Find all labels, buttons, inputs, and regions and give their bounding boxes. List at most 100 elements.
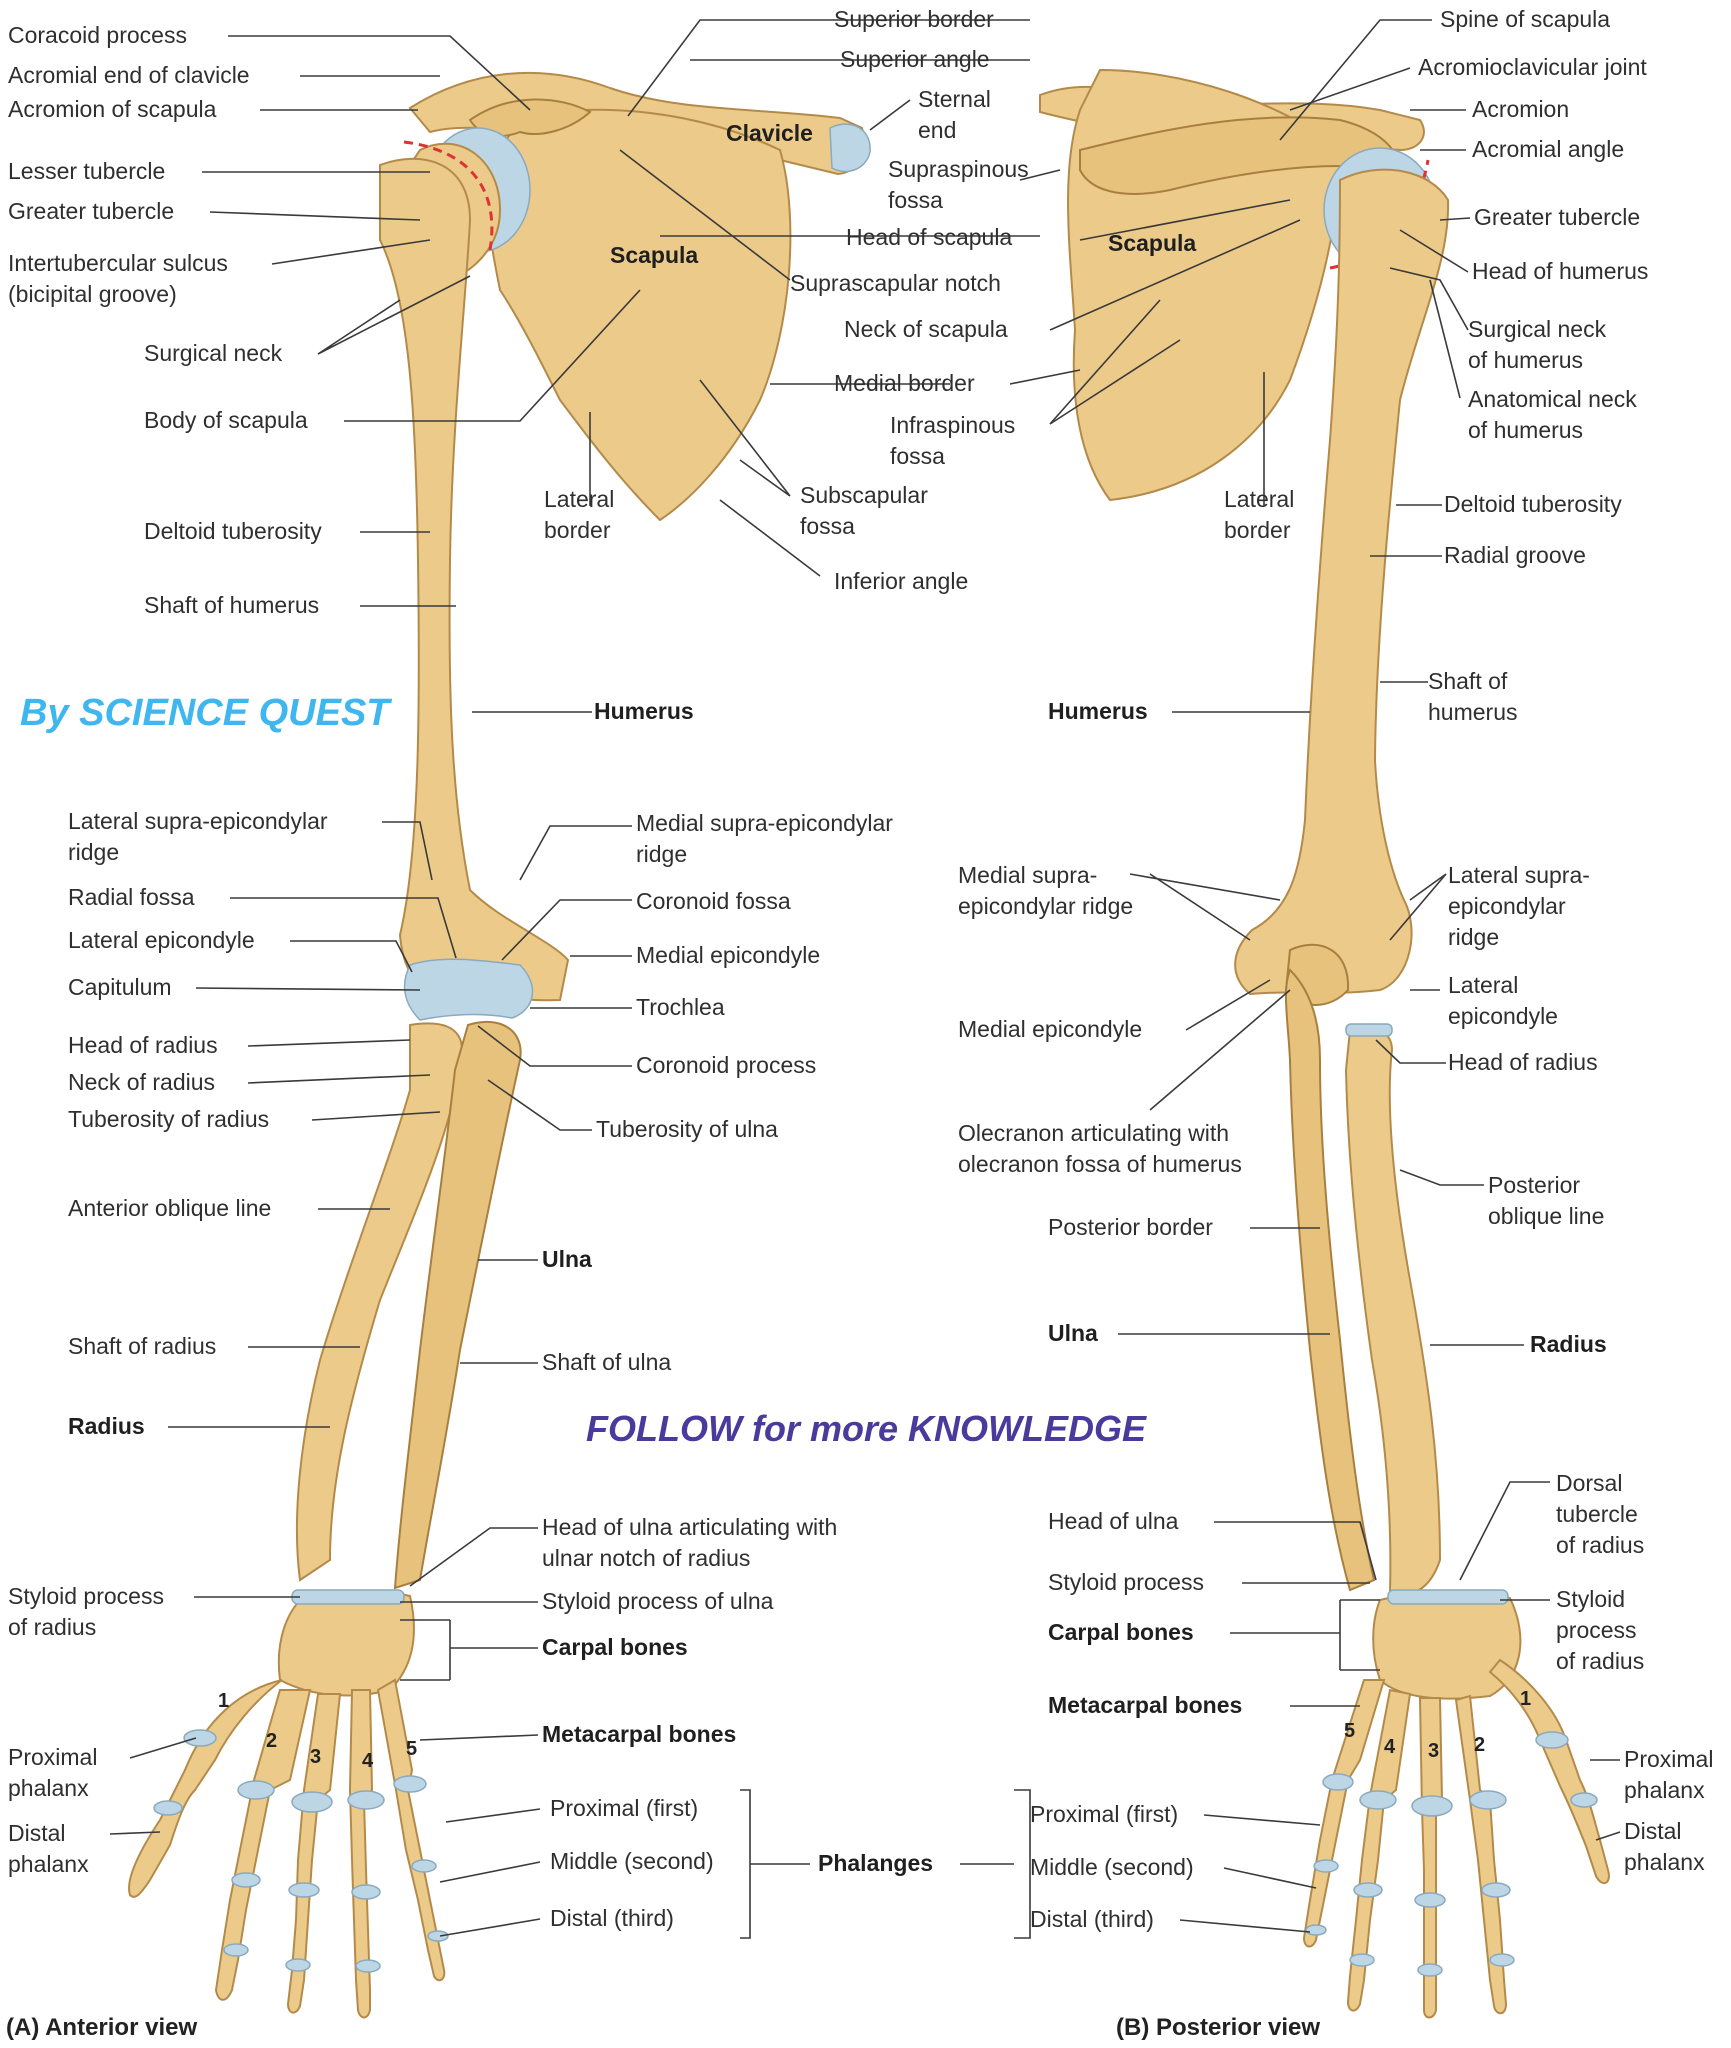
anterior-fingers	[128, 1678, 446, 2019]
digit-number-4-posterior: 4	[1384, 1736, 1396, 1758]
digit-number-5-posterior: 5	[1344, 1720, 1356, 1742]
label-greater-tubercle-posterior: Greater tubercle	[1474, 204, 1641, 230]
anterior-skeleton	[128, 71, 871, 2019]
label-head-of-scapula: Head of scapula	[846, 224, 1013, 250]
label-superior-border: Superior border	[834, 6, 994, 32]
label-posterior-border: Posterior border	[1048, 1214, 1213, 1240]
label-humerus-anterior: Humerus	[594, 698, 694, 724]
anterior-sternal-end	[829, 123, 871, 173]
label-carpal-bones-anterior: Carpal bones	[542, 1634, 688, 1660]
label-supraspinous-fossa: Supraspinous fossa	[888, 156, 1029, 213]
label-styloid-process-of-ulna: Styloid process of ulna	[542, 1588, 774, 1614]
label-anterior-oblique-line: Anterior oblique line	[68, 1195, 272, 1221]
label-tuberosity-of-ulna: Tuberosity of ulna	[596, 1116, 778, 1142]
caption-posterior: (B) Posterior view	[1116, 2014, 1321, 2041]
label-surgical-neck-of-humerus: Surgical neck of humerus	[1468, 316, 1607, 373]
label-metacarpal-bones-posterior: Metacarpal bones	[1048, 1692, 1243, 1718]
label-phalanges: Phalanges	[818, 1850, 934, 1876]
posterior-radius	[1344, 1026, 1442, 1596]
label-intertubercular-sulcus: Intertubercular sulcus (bicipital groove…	[8, 250, 228, 307]
anterior-humerus	[379, 157, 570, 1002]
label-proximal-phalanx-posterior: Proximal phalanx	[1624, 1746, 1714, 1803]
label-surgical-neck: Surgical neck	[144, 340, 283, 366]
label-distal-third-posterior: Distal (third)	[1030, 1906, 1154, 1932]
anterior-wrist-cartilage	[291, 1589, 405, 1605]
label-coronoid-process: Coronoid process	[636, 1052, 817, 1078]
posterior-humerus	[1234, 168, 1450, 996]
posterior-wrist-cartilage	[1387, 1589, 1509, 1605]
digit-number-3-posterior: 3	[1428, 1740, 1440, 1762]
label-lateral-epicondyle: Lateral epicondyle	[68, 927, 255, 953]
label-medial-supra-epicondylar-ridge-posterior: Medial supra- epicondylar ridge	[958, 862, 1134, 919]
label-suprascapular-notch: Suprascapular notch	[790, 270, 1001, 296]
label-anatomical-neck-of-humerus: Anatomical neck of humerus	[1468, 386, 1637, 443]
anterior-ulna	[393, 1020, 522, 1590]
digit-number-5-anterior: 5	[406, 1738, 418, 1760]
label-styloid-process-of-radius-posterior: Styloid process of radius	[1556, 1586, 1645, 1674]
label-acromial-end-of-clavicle: Acromial end of clavicle	[8, 62, 250, 88]
label-scapula-anterior: Scapula	[610, 242, 699, 268]
label-radial-groove: Radial groove	[1444, 542, 1586, 568]
label-acromion: Acromion	[1472, 96, 1570, 122]
label-distal-phalanx: Distal phalanx	[8, 1820, 89, 1877]
label-olecranon: Olecranon articulating with olecranon fo…	[958, 1120, 1242, 1177]
label-deltoid-tuberosity-posterior: Deltoid tuberosity	[1444, 491, 1622, 517]
label-proximal-first-anterior: Proximal (first)	[550, 1795, 699, 1821]
posterior-radius-head	[1345, 1023, 1393, 1037]
label-humerus-posterior: Humerus	[1048, 698, 1148, 724]
caption-anterior: (A) Anterior view	[6, 2014, 198, 2041]
label-neck-of-scapula: Neck of scapula	[844, 316, 1008, 342]
label-lateral-supra-epicondylar-ridge: Lateral supra-epicondylar ridge	[68, 808, 328, 865]
posterior-carpals	[1372, 1591, 1522, 1700]
label-coronoid-fossa: Coronoid fossa	[636, 888, 791, 914]
posterior-fingers	[1302, 1658, 1610, 2019]
label-trochlea: Trochlea	[636, 994, 725, 1020]
label-head-of-radius-posterior: Head of radius	[1448, 1049, 1598, 1075]
label-clavicle: Clavicle	[726, 120, 813, 146]
posterior-ulna	[1284, 968, 1376, 1592]
label-medial-border: Medial border	[834, 370, 975, 396]
label-deltoid-tuberosity: Deltoid tuberosity	[144, 518, 322, 544]
label-acromioclavicular-joint: Acromioclavicular joint	[1418, 54, 1647, 80]
label-head-of-ulna-posterior: Head of ulna	[1048, 1508, 1179, 1534]
label-lesser-tubercle: Lesser tubercle	[8, 158, 166, 184]
label-head-of-radius: Head of radius	[68, 1032, 218, 1058]
anterior-trochlea	[403, 958, 534, 1021]
label-body-of-scapula: Body of scapula	[144, 407, 308, 433]
label-metacarpal-bones-anterior: Metacarpal bones	[542, 1721, 737, 1747]
watermark-middle: FOLLOW for more KNOWLEDGE	[586, 1408, 1146, 1449]
label-tuberosity-of-radius: Tuberosity of radius	[68, 1106, 270, 1132]
label-medial-epicondyle-posterior: Medial epicondyle	[958, 1016, 1143, 1042]
label-infraspinous-fossa: Infraspinous fossa	[890, 412, 1016, 469]
label-subscapular-fossa: Subscapular fossa	[800, 482, 928, 539]
label-shaft-of-radius: Shaft of radius	[68, 1333, 217, 1359]
label-proximal-first-posterior: Proximal (first)	[1030, 1801, 1179, 1827]
label-proximal-phalanx: Proximal phalanx	[8, 1744, 98, 1801]
digit-number-3-anterior: 3	[310, 1746, 322, 1768]
label-dorsal-tubercle-of-radius: Dorsal tubercle of radius	[1556, 1470, 1645, 1558]
label-carpal-bones-posterior: Carpal bones	[1048, 1619, 1194, 1645]
label-radius: Radius	[68, 1413, 145, 1439]
label-lateral-epicondyle-posterior: Lateral epicondyle	[1448, 972, 1558, 1029]
label-greater-tubercle: Greater tubercle	[8, 198, 175, 224]
label-acromion-of-scapula: Acromion of scapula	[8, 96, 217, 122]
label-capitulum: Capitulum	[68, 974, 172, 1000]
label-distal-phalanx-posterior: Distal phalanx	[1624, 1818, 1705, 1875]
watermark-top: By SCIENCE QUEST	[20, 692, 390, 734]
label-radial-fossa: Radial fossa	[68, 884, 195, 910]
label-inferior-angle: Inferior angle	[834, 568, 969, 594]
digit-number-1-posterior: 1	[1520, 1688, 1532, 1710]
label-coracoid-process: Coracoid process	[8, 22, 187, 48]
label-ulna-posterior: Ulna	[1048, 1320, 1098, 1346]
label-styloid-process-posterior: Styloid process	[1048, 1569, 1204, 1595]
posterior-skeleton	[1039, 68, 1610, 2019]
anterior-scapula	[487, 108, 792, 522]
label-neck-of-radius: Neck of radius	[68, 1069, 216, 1095]
label-head-of-humerus: Head of humerus	[1472, 258, 1649, 284]
digit-number-1-anterior: 1	[218, 1690, 230, 1712]
label-posterior-oblique-line: Posterior oblique line	[1488, 1172, 1605, 1229]
digit-number-2-anterior: 2	[266, 1730, 278, 1752]
label-sternal-end: Sternal end	[918, 86, 991, 143]
